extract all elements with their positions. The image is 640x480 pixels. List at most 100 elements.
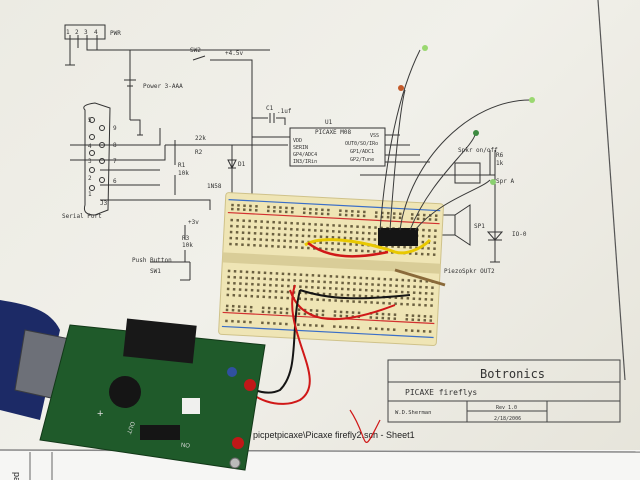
breadboard-hole [413,279,417,283]
breadboard-hole [333,310,337,313]
breadboard-hole [278,210,282,213]
breadboard-hole [406,303,409,306]
breadboard-hole [412,297,416,300]
breadboard-hole [352,300,355,303]
breadboard-hole [353,276,357,279]
breadboard-hole [423,314,427,318]
breadboard-hole [373,232,377,235]
breadboard-hole [321,309,325,313]
breadboard-hole [341,275,345,279]
breadboard-hole [278,221,281,224]
breadboard-hole [352,288,356,291]
breadboard-hole [227,269,231,273]
breadboard-hole [377,283,380,287]
breadboard-hole [371,283,374,286]
breadboard-hole [304,297,308,301]
breadboard-hole [315,309,319,312]
breadboard-hole [367,231,371,235]
breadboard-hole [382,301,385,305]
serial-pin-6: 6 [113,178,117,185]
breadboard-hole [320,212,324,216]
breadboard-hole [371,277,375,280]
breadboard-hole [410,217,414,220]
breadboard-hole [290,210,294,214]
breadboard-hole [268,295,272,299]
breadboard-hole [293,279,296,282]
breadboard-hole [266,226,269,230]
breadboard-hole [321,313,325,317]
breadboard-hole [346,299,349,303]
breadboard-hole [286,296,290,300]
title-block-company: Botronics [480,367,545,381]
breadboard-hole [309,207,312,211]
breadboard-hole [428,330,432,333]
breadboard-hole [235,231,239,234]
ic-pin-gp2: GP2/Tune [350,157,374,163]
breadboard-hole [260,226,263,229]
breadboard-hole [388,302,391,305]
breadboard-hole [360,249,364,253]
yellow-jumper [304,238,432,255]
breadboard-hole [327,208,330,212]
breadboard-hole [297,312,301,315]
breadboard-hole [353,282,356,285]
led-a-label: Spr A [496,178,514,185]
breadboard-hole [386,211,390,215]
breadboard-hole [407,285,410,288]
breadboard-hole [335,275,339,278]
spkr-switch-label: Spkr on/off [458,147,498,154]
breadboard-hole [279,206,282,209]
breadboard-hole [293,273,297,276]
pwr-pin-3: 3 [84,29,88,36]
breadboard-hole [295,240,299,243]
breadboard-hole [344,213,348,217]
breadboard-hole [323,280,326,284]
breadboard-hole [319,241,322,245]
serial-port-label: Serial Port [62,213,102,220]
breadboard-hole [301,234,305,238]
breadboard-hole [403,245,406,249]
breadboard-hole [404,329,408,332]
breadboard-hole [238,288,242,291]
breadboard-hole [375,312,379,316]
breadboard-hole [299,285,302,289]
breadboard-hole [345,310,349,314]
pb-vplus: +3v [188,219,199,226]
breadboard-hole [277,233,281,236]
breadboard-hole [281,284,284,288]
pcb-plus-label: + [97,408,103,420]
breadboard-hole [364,300,367,304]
serial-pin-5: 5 [88,117,92,124]
breadboard-hole [335,281,338,284]
breadboard-hole [432,253,436,256]
breadboard-hole [303,312,307,316]
breadboard-hole [412,291,416,295]
breadboard-hole [419,285,422,289]
breadboard-hole [326,212,330,216]
breadboard-hole [230,207,234,211]
breadboard-hole [389,284,392,287]
breadboard-hole [333,314,337,317]
breadboard-hole [431,286,434,289]
breadboard-hole [365,276,369,280]
breadboard-hole [311,274,315,277]
breadboard-hole [340,299,343,303]
breadboard-hole [433,247,436,251]
breadboard-hole [357,311,361,315]
breadboard-hole [308,211,312,215]
breadboard-hole [350,326,354,329]
breadboard-hole [284,227,287,231]
breadboard-hole [287,272,291,276]
breadboard-hole [249,305,253,309]
breadboard-hole [393,313,397,317]
breadboard-hole [267,306,271,310]
breadboard-hole [368,225,371,229]
serial-pin-1: 1 [88,191,92,198]
breadboard-hole [233,269,237,273]
breadboard-hole [314,223,317,226]
breadboard-hole [329,280,332,284]
breadboard-hole [244,288,248,292]
breadboard-hole [235,243,238,246]
breadboard-hole [272,226,275,230]
breadboard-hole [242,219,246,222]
